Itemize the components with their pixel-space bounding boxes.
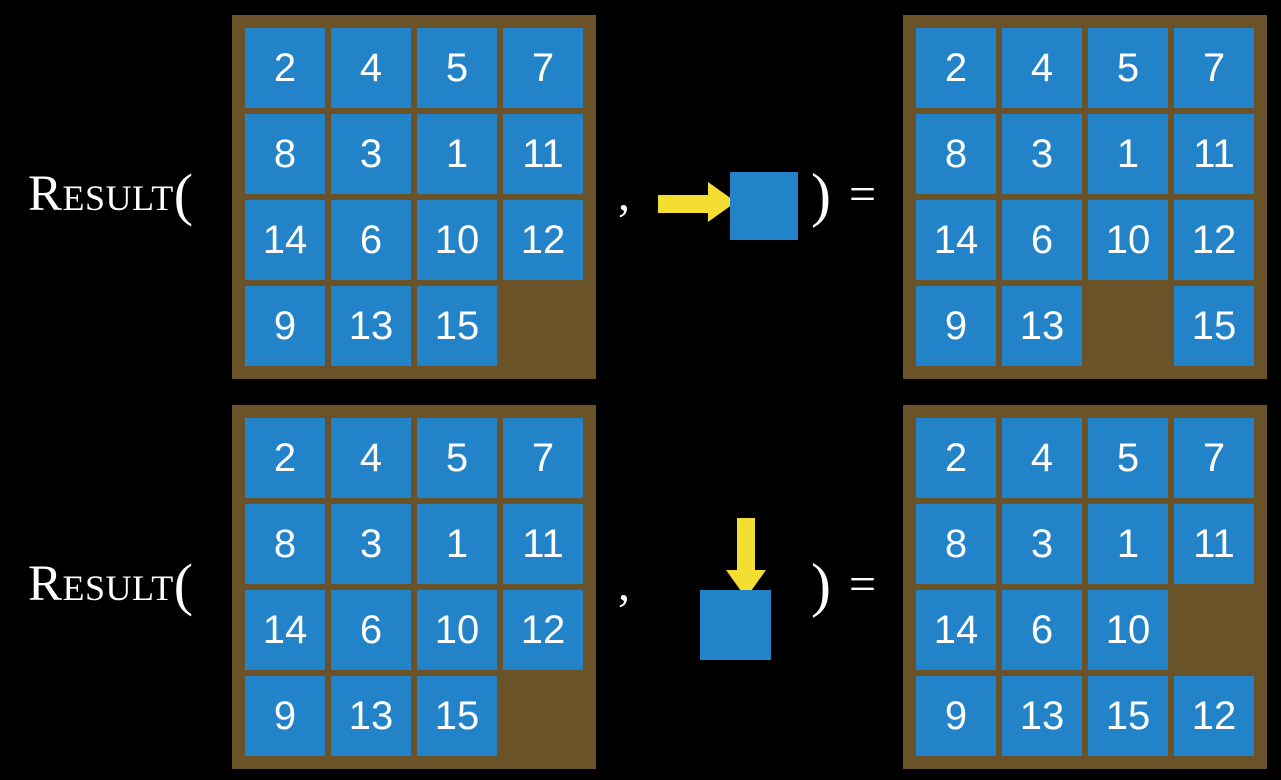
tile[interactable]: 5 xyxy=(1088,28,1168,108)
blank-tile[interactable] xyxy=(503,676,583,756)
tile[interactable]: 9 xyxy=(916,286,996,366)
tile[interactable]: 1 xyxy=(1088,504,1168,584)
tile[interactable]: 7 xyxy=(1174,418,1254,498)
tile[interactable]: 9 xyxy=(245,676,325,756)
tile[interactable]: 5 xyxy=(1088,418,1168,498)
tile[interactable]: 2 xyxy=(245,28,325,108)
tile[interactable]: 8 xyxy=(916,114,996,194)
input-board-top[interactable]: 2 4 5 7 8 3 1 11 14 6 10 12 9 13 15 xyxy=(232,15,596,379)
tile[interactable]: 13 xyxy=(331,676,411,756)
tile[interactable]: 12 xyxy=(1174,676,1254,756)
tile[interactable]: 3 xyxy=(1002,504,1082,584)
tile[interactable]: 11 xyxy=(1174,114,1254,194)
tile[interactable]: 14 xyxy=(916,200,996,280)
tile[interactable]: 6 xyxy=(331,200,411,280)
output-board-bottom[interactable]: 2 4 5 7 8 3 1 11 14 6 10 9 13 15 12 xyxy=(903,405,1267,769)
tile[interactable]: 8 xyxy=(245,114,325,194)
equation-row-move-right: Result( 2 4 5 7 8 3 1 11 14 6 10 12 9 13… xyxy=(28,0,1267,390)
result-word-head: R xyxy=(28,556,63,612)
tile[interactable]: 14 xyxy=(916,590,996,670)
arrow-down-icon xyxy=(726,518,766,598)
tile[interactable]: 9 xyxy=(245,286,325,366)
result-label-bottom: Result( xyxy=(28,556,194,614)
tile[interactable]: 7 xyxy=(503,28,583,108)
tile[interactable]: 10 xyxy=(417,590,497,670)
tile[interactable]: 10 xyxy=(1088,200,1168,280)
arrow-shaft xyxy=(737,518,755,573)
close-paren-bottom: ) xyxy=(811,552,831,618)
tile[interactable]: 11 xyxy=(503,114,583,194)
tile[interactable]: 12 xyxy=(503,590,583,670)
tile[interactable]: 15 xyxy=(1174,286,1254,366)
close-paren-top: ) xyxy=(811,162,831,228)
tile[interactable]: 15 xyxy=(417,676,497,756)
arrow-shaft xyxy=(658,195,712,213)
result-label-top: Result( xyxy=(28,166,194,224)
result-word-head: R xyxy=(28,166,63,222)
tile[interactable]: 15 xyxy=(417,286,497,366)
tile[interactable]: 13 xyxy=(331,286,411,366)
output-board-top[interactable]: 2 4 5 7 8 3 1 11 14 6 10 12 9 13 15 xyxy=(903,15,1267,379)
tile[interactable]: 11 xyxy=(503,504,583,584)
tile[interactable]: 4 xyxy=(331,28,411,108)
tile[interactable]: 12 xyxy=(1174,200,1254,280)
action-argument-top xyxy=(640,0,900,390)
tile[interactable]: 2 xyxy=(916,28,996,108)
tile[interactable]: 1 xyxy=(417,504,497,584)
blank-tile[interactable] xyxy=(1174,590,1254,670)
equals-sign-top: = xyxy=(849,168,877,221)
tile[interactable]: 15 xyxy=(1088,676,1168,756)
result-word-tail: esult xyxy=(62,556,174,612)
equation-row-move-down: Result( 2 4 5 7 8 3 1 11 14 6 10 12 9 13… xyxy=(0,390,1281,780)
tile[interactable]: 12 xyxy=(503,200,583,280)
tile[interactable]: 10 xyxy=(1088,590,1168,670)
equals-sign-bottom: = xyxy=(849,558,877,611)
result-word-tail: esult xyxy=(62,166,174,222)
tile[interactable]: 4 xyxy=(331,418,411,498)
tile[interactable]: 3 xyxy=(331,114,411,194)
tile[interactable]: 3 xyxy=(331,504,411,584)
tile[interactable]: 6 xyxy=(331,590,411,670)
tile[interactable]: 13 xyxy=(1002,286,1082,366)
tile[interactable]: 8 xyxy=(916,504,996,584)
tile[interactable]: 5 xyxy=(417,28,497,108)
tile[interactable]: 5 xyxy=(417,418,497,498)
tile[interactable]: 9 xyxy=(916,676,996,756)
tile[interactable]: 14 xyxy=(245,200,325,280)
tile[interactable]: 6 xyxy=(1002,200,1082,280)
tile[interactable]: 3 xyxy=(1002,114,1082,194)
action-argument-bottom xyxy=(640,390,900,780)
tile[interactable]: 7 xyxy=(1174,28,1254,108)
blank-tile[interactable] xyxy=(1088,286,1168,366)
tile[interactable]: 6 xyxy=(1002,590,1082,670)
tile[interactable]: 1 xyxy=(417,114,497,194)
blank-tile-glyph xyxy=(730,172,798,240)
arrow-right-icon xyxy=(658,182,736,222)
input-board-bottom[interactable]: 2 4 5 7 8 3 1 11 14 6 10 12 9 13 15 xyxy=(232,405,596,769)
tile[interactable]: 14 xyxy=(245,590,325,670)
tile[interactable]: 4 xyxy=(1002,28,1082,108)
comma-separator-bottom: , xyxy=(618,558,630,611)
tile[interactable]: 1 xyxy=(1088,114,1168,194)
tile[interactable]: 11 xyxy=(1174,504,1254,584)
open-paren-bottom: ( xyxy=(173,552,194,617)
blank-tile[interactable] xyxy=(503,286,583,366)
tile[interactable]: 8 xyxy=(245,504,325,584)
tile[interactable]: 7 xyxy=(503,418,583,498)
tile[interactable]: 2 xyxy=(916,418,996,498)
tile[interactable]: 4 xyxy=(1002,418,1082,498)
tile[interactable]: 10 xyxy=(417,200,497,280)
open-paren-top: ( xyxy=(173,162,194,227)
tile[interactable]: 2 xyxy=(245,418,325,498)
tile[interactable]: 13 xyxy=(1002,676,1082,756)
blank-tile-glyph xyxy=(700,590,771,660)
comma-separator-top: , xyxy=(618,168,630,221)
